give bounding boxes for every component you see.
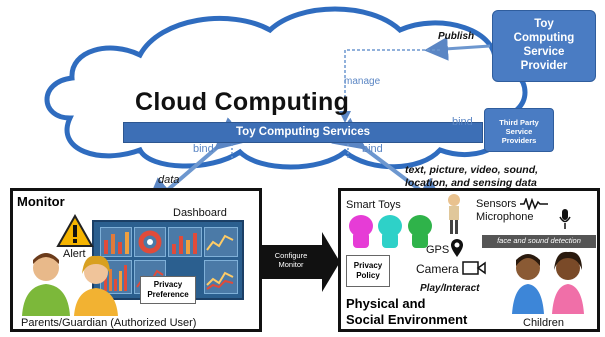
manage-dotted-line [339,49,440,123]
bar-chart-icon [104,265,127,291]
third-party-line2: Service [505,127,533,136]
parents-icon [22,253,118,316]
face-sound-detection-bar: face and sound detection [482,235,596,248]
privacy-policy-card: Privacy Policy [346,255,390,287]
data-flow-label: data [158,174,180,186]
gps-label: GPS [426,244,450,256]
privacy-policy-line2: Policy [356,271,380,280]
toy-computing-services-bar: Toy Computing Services [123,122,483,143]
sensing-line2: location, and sensing data [405,177,537,189]
dashboard-tile [134,227,166,257]
provider-line3: Service [523,46,565,58]
smart-toys-label: Smart Toys [346,199,401,211]
provider-line1: Toy [534,18,554,30]
bar-chart-icon [104,232,129,254]
dashboard-tile [204,260,238,294]
play-interact-label: Play/Interact [420,283,480,294]
line-chart-icon [206,271,234,290]
environment-title: Physical and Social Environment [346,296,467,328]
third-party-providers-box: Third Party Service Providers [484,108,554,152]
third-party-line3: Providers [501,136,537,145]
configure-line1: Configure [274,251,308,260]
environment-title-line2: Social Environment [346,312,468,327]
children-icon [512,251,584,314]
privacy-pref-line1: Privacy [153,280,183,289]
sensing-line1: text, picture, video, sound, [405,164,539,176]
bind-right-label: bind [452,116,473,128]
camera-label: Camera [416,262,459,276]
provider-line2: Computing [513,32,575,44]
donut-chart-icon [138,230,162,254]
sound-wave-icon [520,198,548,210]
dashboard-tile [204,227,238,257]
manage-label: manage [344,76,381,87]
line-chart-icon [206,234,234,251]
dashboard-tile [168,227,202,257]
bar-chart-icon [172,233,197,254]
smart-toys-icon [349,215,432,248]
privacy-preference-card: Privacy Preference [140,276,196,304]
bind-bottom-label: bind [362,143,383,155]
provider-line4: Provider [520,60,568,72]
alert-warning-icon [56,214,94,247]
doll-toy-icon [448,194,460,234]
dashboard-tile [100,227,132,257]
configure-monitor-label: Configure Monitor [264,248,318,276]
sensors-line2: Microphone [476,211,534,223]
children-label: Children [523,317,564,329]
sensors-microphone-label: Sensors Microphone [476,198,533,224]
privacy-policy-line1: Privacy [353,261,383,270]
monitor-title: Monitor [17,194,65,209]
privacy-pref-line2: Preference [147,290,189,299]
gps-pin-icon [451,239,463,257]
cloud-title: Cloud Computing [135,88,350,116]
alert-label: Alert [63,248,86,260]
dashboard-label: Dashboard [173,207,227,219]
third-party-line1: Third Party [499,118,539,127]
toy-service-provider-box: Toy Computing Service Provider [492,10,596,82]
environment-title-line1: Physical and [346,296,426,311]
publish-label: Publish [438,31,475,42]
camera-icon [462,261,486,275]
sensors-line1: Sensors [476,198,517,210]
parents-guardian-label: Parents/Guardian (Authorized User) [21,317,197,329]
bind-left-label: bind [193,143,214,155]
configure-line2: Monitor [278,260,304,269]
sensing-data-label: text, picture, video, sound, location, a… [405,164,538,190]
microphone-icon [559,209,571,229]
